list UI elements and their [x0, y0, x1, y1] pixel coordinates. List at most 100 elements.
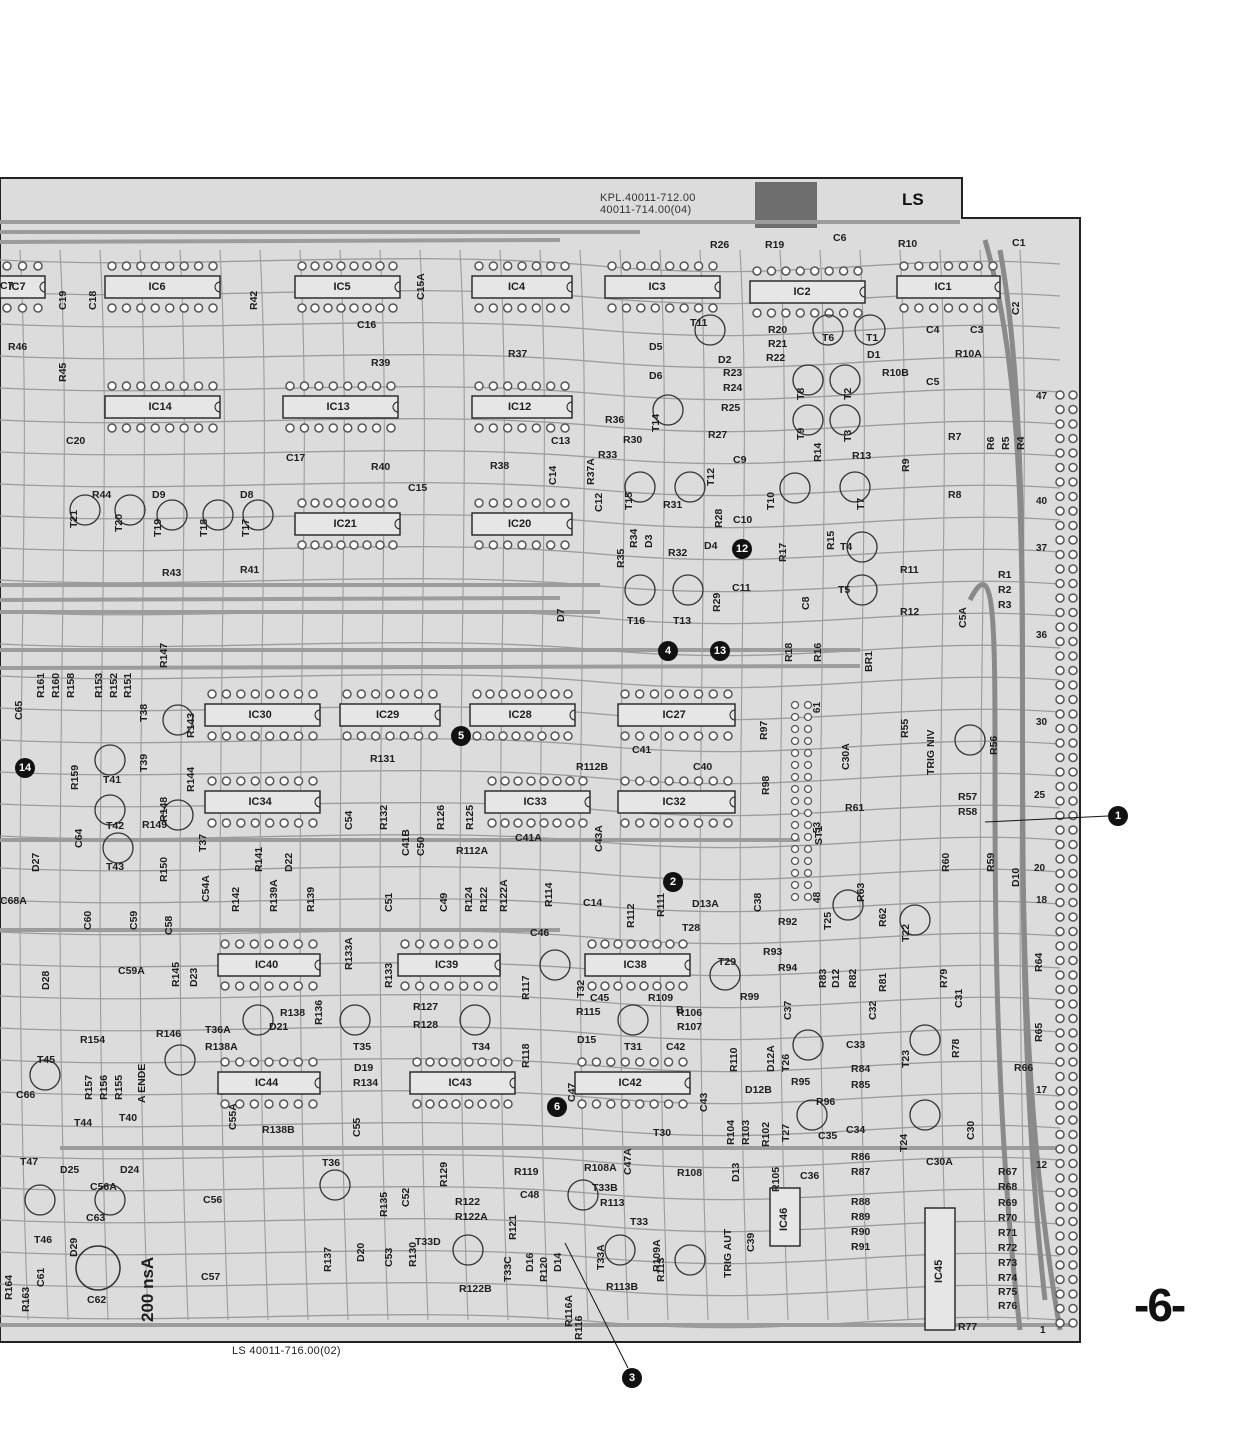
connector-pad: [1055, 419, 1065, 429]
connector-pad: [1055, 1158, 1065, 1169]
connector-pad: [1068, 1260, 1078, 1270]
component-label: T24: [898, 1133, 910, 1152]
ic-outline: [294, 512, 401, 536]
component-label: R25: [721, 402, 741, 414]
connector-pad: [1055, 912, 1065, 922]
ic-label: IC42: [618, 1077, 642, 1089]
component-label: T26: [780, 1053, 792, 1072]
component-label: R135: [378, 1191, 390, 1217]
component-label: C43: [698, 1092, 710, 1112]
transistor-outline: [114, 494, 146, 526]
component-label: T7: [855, 497, 867, 510]
ic-label: IC34: [248, 796, 272, 808]
connector-pad: [1068, 868, 1078, 879]
component-label: R85: [851, 1079, 871, 1091]
component-label: R20: [768, 324, 788, 336]
connector-pad: [1055, 535, 1065, 545]
transistor-outline: [846, 531, 878, 563]
ic-outline: [217, 953, 321, 977]
ic-outline: [604, 275, 721, 299]
connector-pad: [1068, 419, 1078, 429]
connector-pad: [1055, 1042, 1065, 1053]
component-label: R16: [812, 642, 824, 662]
connector-pad: [1068, 781, 1078, 792]
component-label: D27: [30, 852, 42, 872]
component-label: C15A: [415, 273, 427, 300]
component-label: R144: [185, 766, 197, 792]
connector-pad: [1055, 477, 1065, 487]
component-label: T47: [20, 1156, 39, 1168]
component-label: R74: [998, 1272, 1018, 1284]
connector-pad: [1068, 999, 1078, 1009]
transistor-outline: [846, 574, 878, 606]
transistor-outline: [162, 799, 194, 831]
component-label: R1: [998, 569, 1012, 581]
ic-label: IC45: [933, 1259, 945, 1283]
component-label: D3: [643, 534, 655, 548]
connector-pad: [1068, 709, 1078, 719]
connector-pad: [1055, 926, 1065, 937]
connector-pad: [1055, 680, 1065, 690]
component-label: R87: [851, 1166, 871, 1178]
ic-outline: [282, 395, 399, 419]
callout-marker-6: 6: [547, 1097, 567, 1117]
connector-pad: [1068, 1100, 1078, 1111]
component-label: C51: [383, 892, 395, 912]
connector-pad: [1055, 665, 1065, 676]
component-label: R27: [708, 429, 728, 441]
component-label: R21: [768, 338, 788, 350]
component-label: R138B: [262, 1124, 295, 1136]
connector-pad: [1055, 1231, 1065, 1241]
component-label: R79: [938, 968, 950, 988]
transistor-outline: [164, 1044, 196, 1076]
board-outline: [0, 177, 1081, 1343]
transistor-outline: [624, 471, 656, 503]
connector-pad: [1055, 390, 1065, 400]
connector-pin-number: 20: [1034, 863, 1046, 874]
connector-pad: [1068, 1318, 1078, 1328]
component-label: T17: [240, 518, 252, 537]
component-label: C34: [846, 1124, 866, 1136]
component-label: C47: [566, 1082, 578, 1102]
transistor-outline: [24, 1184, 56, 1216]
connector-pad: [1055, 810, 1065, 821]
connector-pad: [1055, 622, 1065, 632]
connector-pad: [1068, 477, 1078, 487]
transistor-outline: [452, 1234, 484, 1266]
component-label: C20: [66, 435, 86, 447]
component-label: R71: [998, 1227, 1018, 1239]
component-label: T14: [650, 413, 662, 432]
component-label: C16: [357, 319, 377, 331]
component-label: T20: [113, 513, 125, 532]
component-label: R10A: [955, 348, 982, 360]
connector-pad: [1068, 1013, 1078, 1024]
board-part-number-1: KPL.40011-712.00: [600, 192, 696, 204]
component-label: C5A: [957, 606, 969, 628]
component-label: C4: [926, 324, 940, 336]
ic-outline: [484, 790, 591, 814]
connector-pad: [1055, 781, 1065, 792]
connector-pad: [1055, 651, 1065, 661]
connector-pad: [1068, 796, 1078, 806]
transistor-outline: [674, 1244, 706, 1276]
connector-pad: [1068, 1071, 1078, 1082]
component-label: C13: [551, 435, 571, 447]
component-label: T1: [866, 332, 879, 344]
component-label: R164: [3, 1274, 15, 1300]
ic-outlines: [0, 275, 1001, 1331]
ic-outline: [471, 512, 573, 536]
component-label: R108: [677, 1167, 703, 1179]
component-label: C38: [752, 892, 764, 912]
callout-marker-5: 5: [451, 726, 471, 746]
connector-pad: [1068, 883, 1078, 893]
ic-outline: [397, 953, 501, 977]
ic-outline: [471, 275, 573, 299]
component-label: R139: [305, 886, 317, 912]
connector-pad: [1068, 1245, 1078, 1256]
connector-pin-number: 47: [1036, 391, 1048, 402]
traces: [0, 220, 1070, 1331]
connector-pad: [1068, 549, 1078, 560]
component-label: C14: [583, 897, 603, 909]
component-label: R59: [985, 852, 997, 872]
component-label: R78: [950, 1038, 962, 1058]
